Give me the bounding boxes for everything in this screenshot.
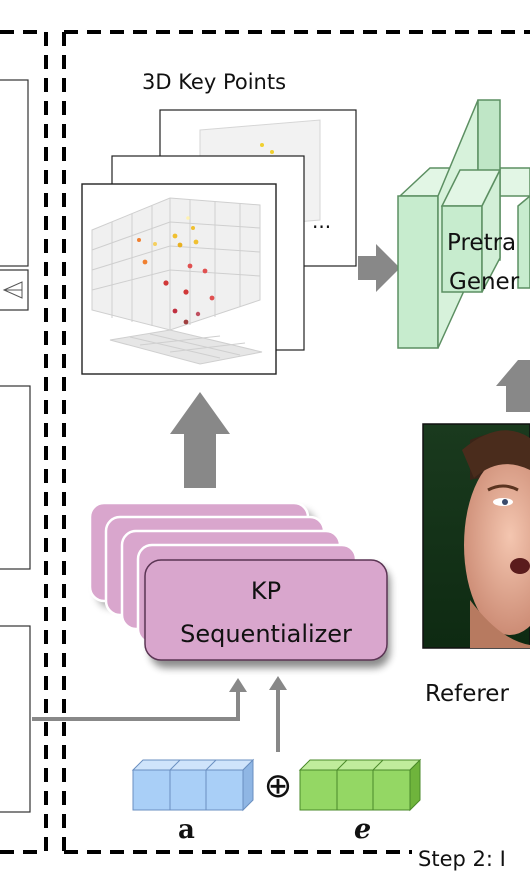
kp-sequentializer-stack xyxy=(88,501,390,668)
arrow-right-to-generator xyxy=(358,244,400,292)
keypoint-dot xyxy=(193,239,199,245)
key-points-title: 3D Key Points xyxy=(142,70,286,94)
generator-label-line2: Gener xyxy=(449,269,520,295)
keypoint-dot xyxy=(153,242,157,246)
keypoint-dot xyxy=(191,226,195,230)
keypoint-dot xyxy=(202,268,208,274)
keypoint-dot xyxy=(177,242,183,248)
keypoint-dot xyxy=(183,319,189,325)
previous-step-fragments xyxy=(0,79,31,813)
ellipsis-label: ... xyxy=(312,209,331,233)
keypoint-plot-front-axes xyxy=(91,197,263,365)
connector-line xyxy=(32,692,240,721)
keypoint-plot-stack: ... xyxy=(81,109,357,375)
vector-a-label: a xyxy=(178,815,195,845)
keypoint-dot xyxy=(186,216,190,220)
input-arrowhead xyxy=(269,676,287,690)
vector-e-label: e xyxy=(354,814,371,845)
keypoint-dot xyxy=(195,311,201,317)
keypoint-dot xyxy=(137,238,141,242)
reference-label: Referer xyxy=(425,681,509,707)
reference-face-photo xyxy=(422,423,530,649)
triangle-fragment-icon xyxy=(2,281,23,299)
keypoint-dot xyxy=(172,233,178,239)
connector-arrowhead xyxy=(229,678,247,692)
keypoint-dot xyxy=(209,295,215,301)
kp-label-line2: Sequentializer xyxy=(180,620,352,648)
dashed-boundaries xyxy=(0,30,530,854)
pretrained-generator xyxy=(397,99,530,349)
arrow-up-from-reference xyxy=(496,360,530,412)
generator-label-line1: Pretra xyxy=(447,230,516,256)
circle-plus-icon: ⊕ xyxy=(264,766,293,806)
keypoint-dot xyxy=(270,150,274,154)
step-label: Step 2: I xyxy=(418,847,506,871)
keypoint-dot xyxy=(172,308,178,314)
vector-a-cubes xyxy=(131,758,255,812)
keypoint-dot xyxy=(163,280,169,286)
keypoint-scatter xyxy=(137,216,215,325)
kp-block-front xyxy=(144,559,388,661)
arrow-up-to-keypoints xyxy=(170,392,230,488)
keypoint-dot xyxy=(187,263,193,269)
keypoint-dot xyxy=(183,289,189,295)
vector-e-cubes xyxy=(298,758,422,812)
keypoint-dot xyxy=(260,143,264,147)
kp-label-line1: KP xyxy=(251,577,281,605)
keypoint-dot xyxy=(142,259,148,265)
